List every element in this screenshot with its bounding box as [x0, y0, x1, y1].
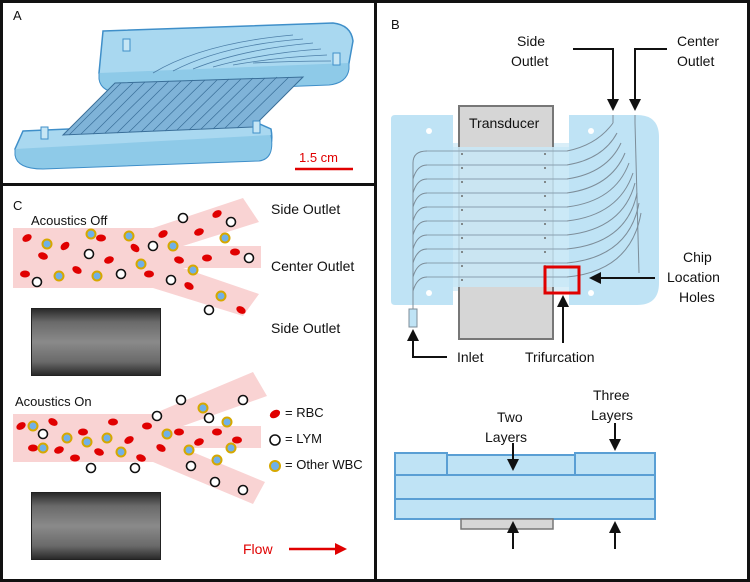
- micrograph-acoustics-off: [31, 308, 161, 376]
- wbc-cells-on: [27, 402, 237, 466]
- panel-b-label: B: [391, 17, 400, 32]
- panel-a-label: A: [13, 8, 22, 23]
- side-outlet-top-label: Side Outlet: [271, 201, 341, 217]
- side-outlet-bottom-label: Side Outlet: [271, 320, 341, 336]
- chip-holes-label-3: Holes: [679, 289, 715, 305]
- panel-a: A: [0, 0, 377, 186]
- chip-holes-label-2: Location: [667, 269, 720, 285]
- micrograph-acoustics-on: [31, 492, 161, 560]
- legend-wbc-label: = Other WBC: [285, 457, 363, 472]
- chip-3d-render: 1.5 cm: [14, 22, 354, 171]
- center-outlet-label-2: Outlet: [677, 53, 715, 69]
- center-outlet-arrow: [634, 48, 667, 103]
- legend-lym-icon: [269, 434, 281, 446]
- chip-holes-label-1: Chip: [683, 249, 712, 265]
- legend-rbc-icon: [269, 409, 281, 419]
- trifurcation-box: [543, 265, 581, 295]
- acoustics-on-label: Acoustics On: [15, 394, 92, 409]
- legend-lym-label: = LYM: [285, 431, 322, 446]
- transducer-label: Transducer: [469, 115, 540, 131]
- acoustics-off-label: Acoustics Off: [31, 213, 108, 228]
- side-outlet-arrow: [573, 48, 614, 103]
- wbc-cells-off: [41, 228, 231, 302]
- panel-b: B: [374, 0, 750, 582]
- chip-schematic: [391, 48, 667, 549]
- legend-wbc-icon: [269, 460, 281, 472]
- panel-c: C: [0, 183, 377, 582]
- two-layers-label-2: Layers: [485, 429, 528, 445]
- scale-bar-label: 1.5 cm: [299, 150, 338, 165]
- lym-cells-off: [31, 212, 255, 316]
- separation-diagram: [13, 198, 347, 555]
- three-layers-label-1: Three: [593, 387, 630, 403]
- trifurcation-label: Trifurcation: [525, 349, 595, 365]
- side-outlet-label-2: Outlet: [511, 53, 549, 69]
- three-layers-label-2: Layers: [591, 407, 634, 423]
- center-outlet-label: Center Outlet: [271, 258, 355, 274]
- inlet-arrow: [412, 339, 447, 358]
- lym-cells-on: [37, 394, 249, 496]
- center-outlet-label-1: Center: [677, 33, 720, 49]
- rbc-cells-on: [16, 418, 242, 462]
- two-layers-label-1: Two: [497, 409, 523, 425]
- panel-c-label: C: [13, 198, 23, 213]
- rbc-cells-off: [20, 210, 246, 314]
- inlet-label: Inlet: [457, 349, 484, 365]
- legend-rbc-label: = RBC: [285, 405, 324, 420]
- transducer-cross-section: [460, 518, 554, 530]
- flow-label: Flow: [243, 541, 273, 557]
- side-outlet-label-1: Side: [517, 33, 546, 49]
